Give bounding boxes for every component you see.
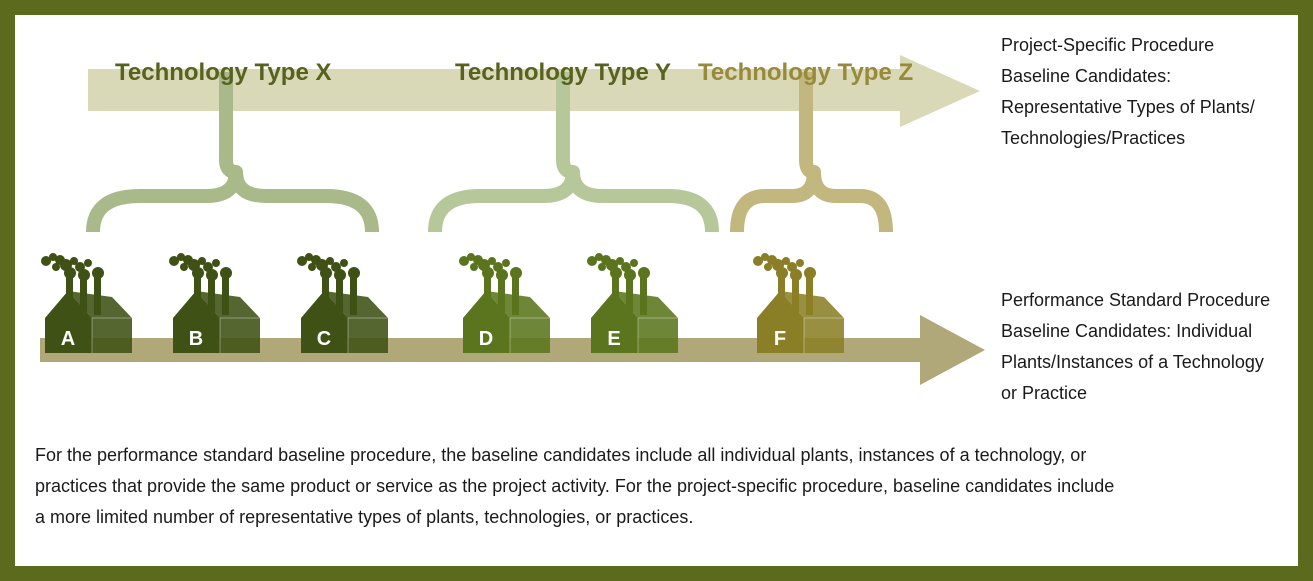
caption: For the performance standard baseline pr… (35, 440, 1275, 533)
performance-standard-line: or Practice (1001, 383, 1088, 403)
performance-standard-line: Baseline Candidates: Individual (1001, 321, 1253, 341)
project-specific-line: Project-Specific Procedure (1001, 35, 1215, 55)
factory-icon: C (297, 253, 388, 353)
project-specific-arrow (88, 55, 980, 127)
project-specific-line: Representative Types of Plants/ (1001, 97, 1255, 117)
plant-letter: F (774, 328, 786, 350)
performance-standard-line: Performance Standard Procedure (1001, 290, 1271, 310)
technology-type-y-label: Technology Type Y (455, 59, 671, 86)
project-specific-line: Baseline Candidates: (1001, 66, 1172, 86)
factory-icon: D (459, 253, 550, 353)
brace-technology-z (730, 72, 893, 233)
caption-line: For the performance standard baseline pr… (35, 445, 1087, 465)
project-specific-line: Technologies/Practices (1001, 128, 1186, 148)
project-specific-label: Project-Specific Procedure Baseline Cand… (1001, 30, 1255, 154)
technology-type-z-label: Technology Type Z (698, 59, 913, 86)
factory-icon: A (41, 253, 132, 353)
caption-line: a more limited number of representative … (35, 507, 694, 527)
caption-line: practices that provide the same product … (35, 476, 1115, 496)
plant-letter: D (479, 328, 493, 350)
plant-letter: C (317, 328, 331, 350)
performance-standard-line: Plants/Instances of a Technology (1001, 352, 1264, 372)
plant-letter: A (61, 328, 75, 350)
brace-technology-x (86, 72, 379, 233)
plants-group: A B C D E F (41, 253, 844, 353)
plant-letter: E (607, 328, 620, 350)
factory-icon: E (587, 253, 678, 353)
factory-icon: F (753, 253, 844, 353)
brace-technology-y (428, 72, 719, 233)
factory-icon: B (169, 253, 260, 353)
technology-type-x-label: Technology Type X (115, 59, 331, 86)
plant-letter: B (189, 328, 203, 350)
performance-standard-label: Performance Standard Procedure Baseline … (1001, 285, 1270, 409)
